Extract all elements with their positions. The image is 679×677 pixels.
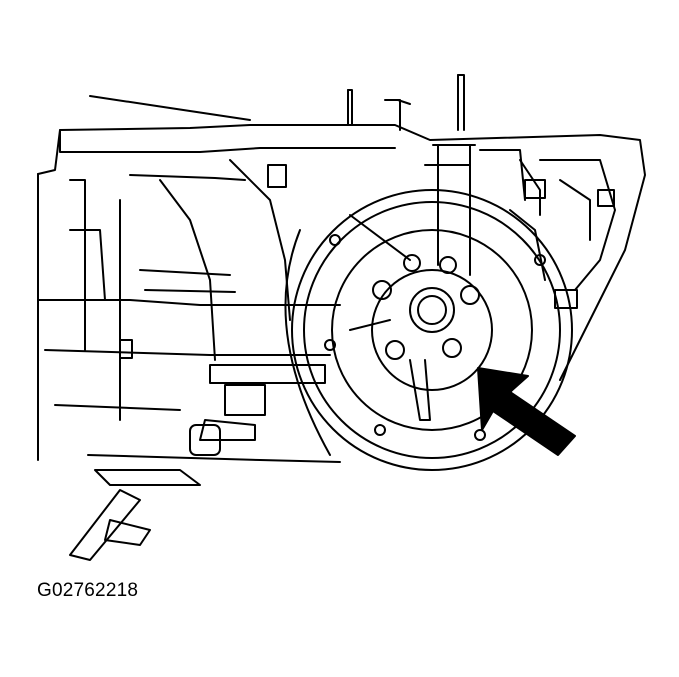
flexplate-bolts	[372, 254, 480, 360]
figure-id-label: G02762218	[37, 580, 139, 601]
crossmember	[69, 364, 326, 561]
engine-housing	[37, 95, 646, 463]
callout-arrow	[477, 367, 576, 456]
support-bracket	[119, 144, 615, 456]
flexplate	[284, 189, 573, 471]
top-studs	[347, 74, 465, 131]
